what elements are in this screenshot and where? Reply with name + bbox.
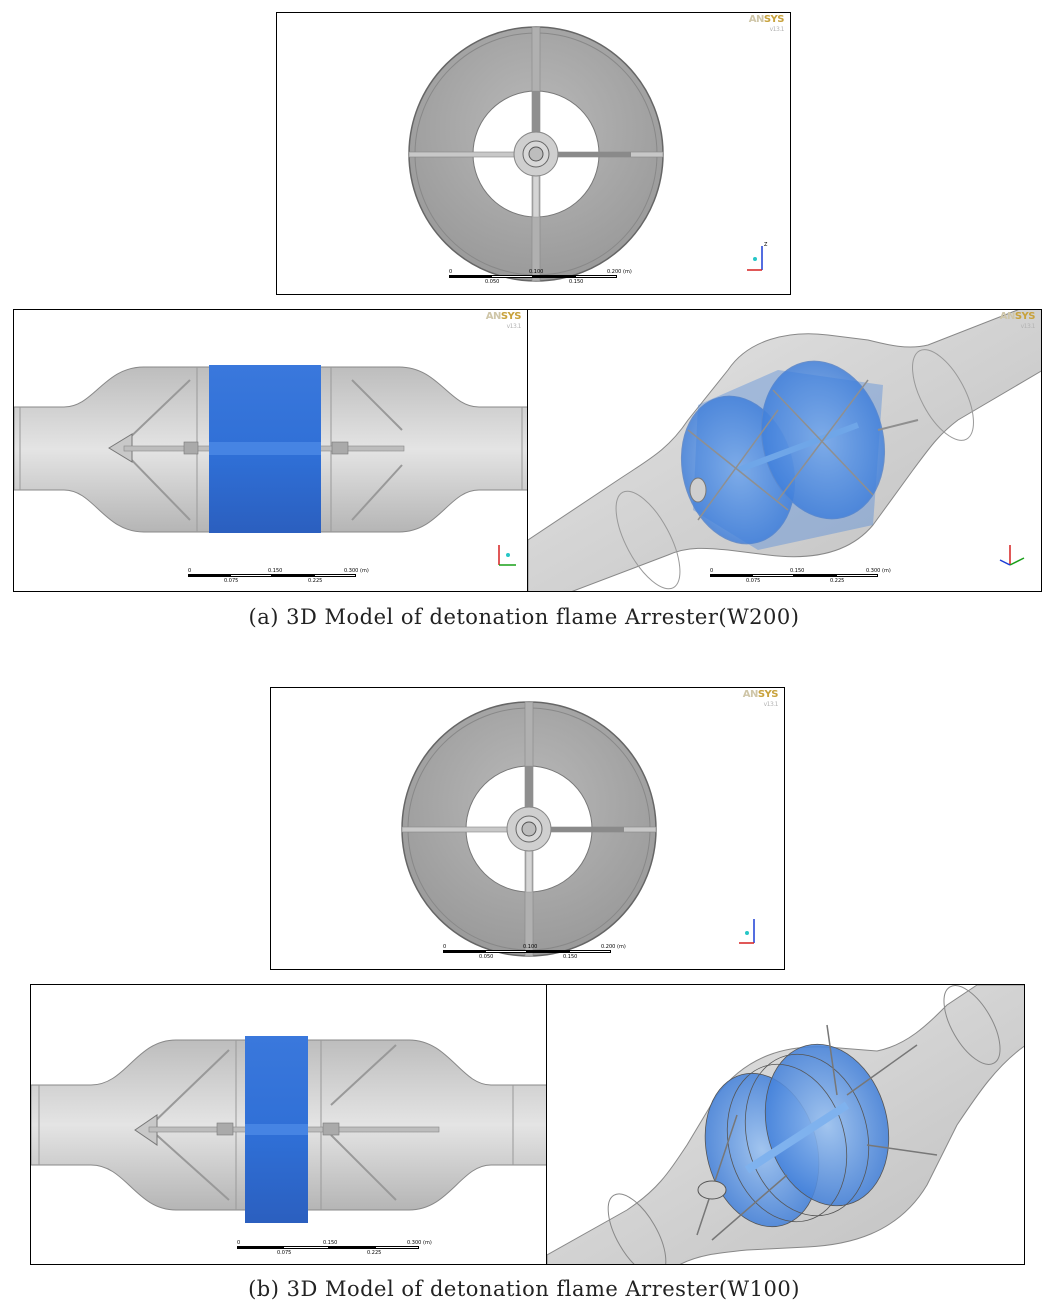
svg-text:Z: Z [764, 242, 768, 248]
iso-view-drawing [528, 310, 1041, 591]
iso-view-drawing [547, 985, 1024, 1264]
scale-bar: 0 0.150 0.300 (m) 0.075 0.225 [710, 568, 891, 584]
side-view-drawing [31, 1036, 546, 1223]
axis-triad-icon [999, 545, 1025, 566]
axis-triad-icon: Z [747, 242, 768, 271]
scale-bar: 0 0.150 0.300 (m) 0.075 0.225 [188, 568, 369, 584]
axis-triad-icon [739, 919, 755, 944]
side-view-drawing [14, 365, 527, 566]
scale-bar: 0 0.100 0.200 (m) 0.050 0.150 [449, 269, 632, 285]
caption-a: (a) 3D Model of detonation flame Arreste… [248, 605, 800, 629]
front-view-drawing [401, 701, 755, 957]
scale-bar: 0 0.150 0.300 (m) 0.075 0.225 [237, 1240, 432, 1256]
axis-triad-icon [498, 545, 516, 566]
caption-b: (b) 3D Model of detonation flame Arreste… [248, 1277, 800, 1301]
figure-b-side-view: 0 0.150 0.300 (m) 0.075 0.225 [30, 984, 547, 1265]
arrester-element [764, 1043, 890, 1207]
scale-bar: 0 0.100 0.200 (m) 0.050 0.150 [443, 944, 626, 960]
figure-b-iso-view [546, 984, 1025, 1265]
front-view-drawing: Z [408, 26, 768, 282]
